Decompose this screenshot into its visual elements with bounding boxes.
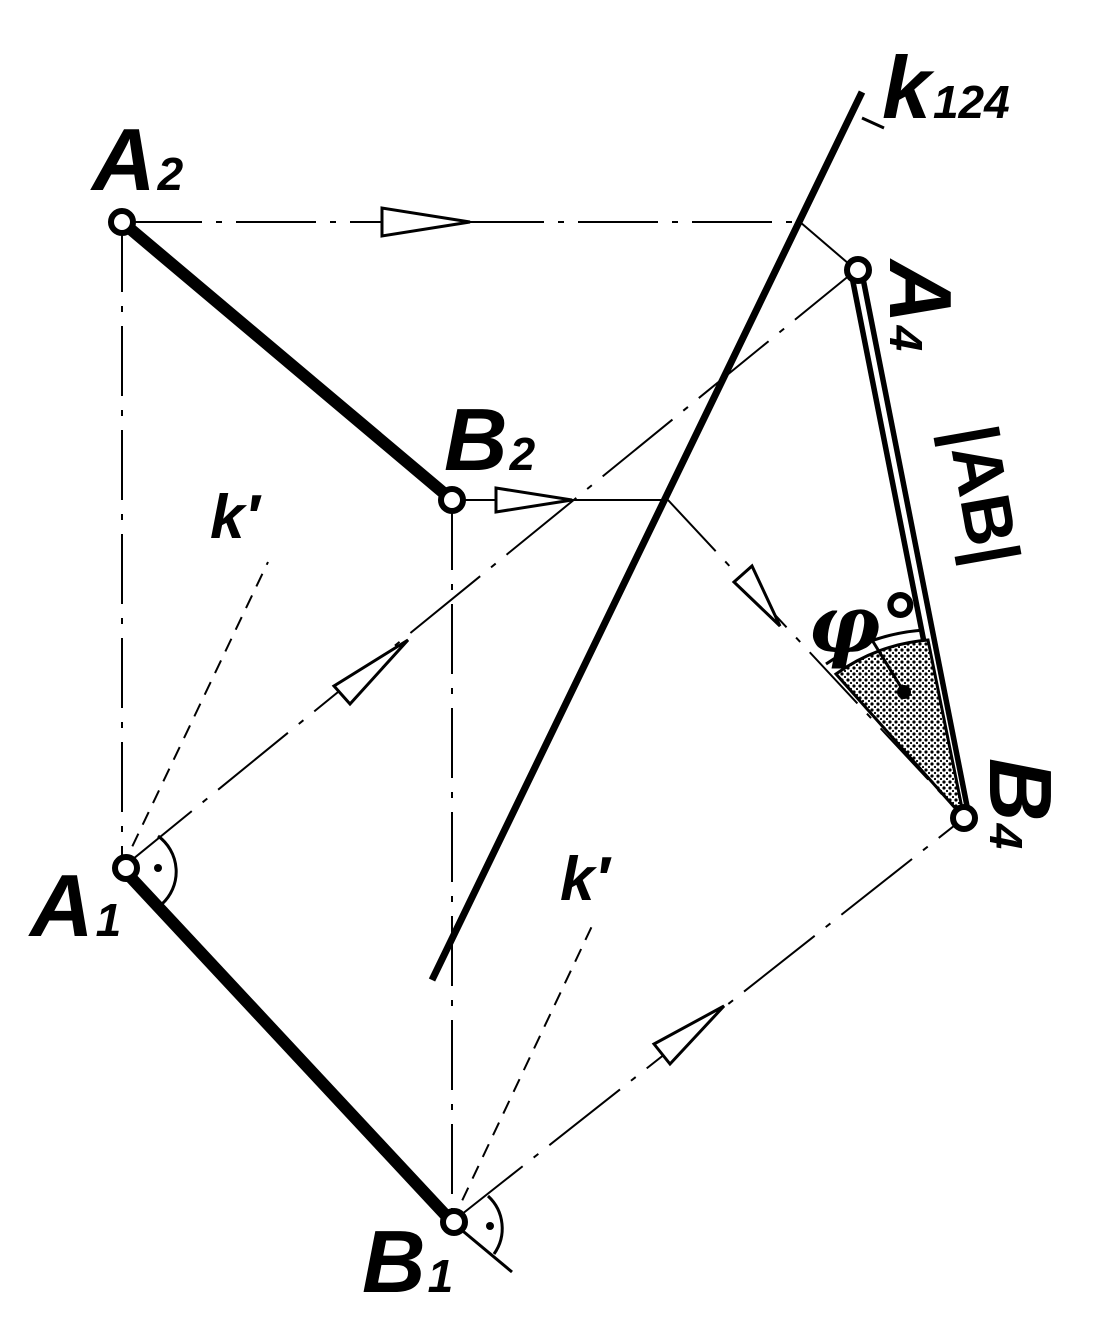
k-prime-line-2 (451, 925, 593, 1223)
label-b2: B2 (444, 390, 536, 489)
segment-a2-b2 (118, 217, 456, 505)
point-b2 (438, 486, 466, 514)
label-a4: A4 (871, 258, 970, 351)
point-a2 (108, 208, 136, 236)
arrow-marker-3 (731, 563, 782, 628)
k-prime-line-1 (121, 561, 269, 869)
label-a2: A2 (90, 110, 184, 209)
label-k-prime-2: k′ (560, 845, 612, 914)
angle-phi-dot (897, 685, 911, 699)
axis-k124 (428, 90, 866, 982)
label-angle-phi: φ° (808, 577, 920, 671)
right-angle-mark-b1 (486, 1194, 504, 1255)
point-a4 (844, 256, 872, 284)
label-true-length: |AB| (932, 419, 1034, 571)
label-k124: k124 (882, 38, 1010, 137)
projection-line-a1-a4 (121, 269, 857, 869)
arrow-marker-1 (380, 206, 471, 238)
label-k-prime-1: k′ (210, 483, 262, 552)
arrow-marker-2 (494, 486, 573, 514)
label-b1: B1 (362, 1212, 453, 1311)
right-angle-dot-a1 (154, 864, 162, 872)
label-b4: B4 (971, 758, 1070, 849)
arrow-marker-4 (331, 638, 410, 707)
point-a1 (112, 854, 140, 882)
projection-line-b2-b4 (667, 499, 965, 819)
angle-phi-leader (870, 639, 906, 693)
label-a1: A1 (28, 856, 121, 955)
point-b4 (950, 804, 978, 832)
right-angle-dot-b1 (486, 1222, 494, 1230)
point-b1 (440, 1208, 468, 1236)
arrow-marker-5 (651, 1004, 726, 1067)
right-angle-mark-a1 (157, 834, 178, 906)
axis-k124-tick (861, 116, 885, 130)
segment-a1-b1 (117, 863, 457, 1227)
